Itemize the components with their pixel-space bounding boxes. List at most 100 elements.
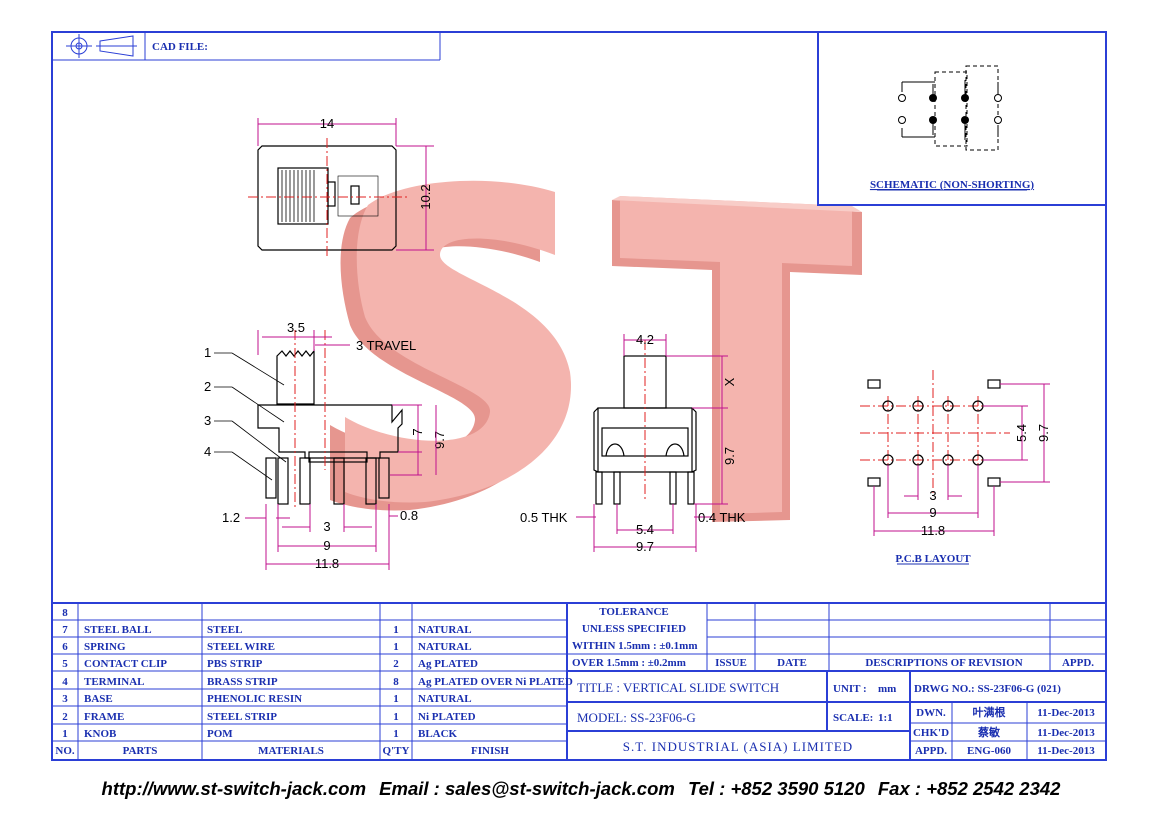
dim-side-pitch: 3 [323, 519, 330, 534]
dwn-date: 11-Dec-2013 [1037, 707, 1095, 719]
dim-pcb-height: 9.7 [1036, 424, 1051, 442]
bom-cell-finish: Ag PLATED [418, 658, 478, 670]
bom-header-qty: Q'TY [383, 745, 410, 757]
dwn-name: 叶满根 [973, 705, 1007, 719]
bom-cell-part: STEEL BALL [84, 624, 152, 636]
tolerance-title: TOLERANCE [599, 606, 668, 618]
bom-table [52, 602, 1106, 760]
bom-cell-finish: NATURAL [418, 641, 472, 653]
cad-file-label: CAD FILE: [152, 41, 208, 53]
bom-cell-qty: 1 [393, 711, 399, 723]
bom-cell-material: BRASS STRIP [207, 676, 278, 688]
bom-header-no: NO. [55, 745, 75, 757]
dim-side-pin-thk: 0.8 [400, 508, 418, 523]
revision-appd-header: APPD. [1062, 657, 1094, 669]
callout-1: 1 [204, 345, 211, 360]
tolerance-subtitle: UNLESS SPECIFIED [582, 623, 686, 635]
bom-cell-no: 7 [62, 624, 68, 636]
contact-footer: http://www.st-switch-jack.com Email : sa… [0, 778, 1162, 800]
bom-cell-material: PBS STRIP [207, 658, 263, 670]
dim-side-97: 9.7 [432, 431, 447, 449]
scale-label: SCALE: [833, 712, 873, 724]
bom-cell-finish: BLACK [418, 728, 458, 740]
bom-cell-no: 3 [62, 693, 68, 705]
bom-cell-material: STEEL STRIP [207, 711, 277, 723]
chkd-name: 蔡敏 [977, 725, 1001, 739]
title-text: TITLE : VERTICAL SLIDE SWITCH [577, 680, 779, 695]
schematic-caption: SCHEMATIC (NON-SHORTING) [870, 179, 1034, 191]
tolerance-within: WITHIN 1.5mm : ±0.1mm [572, 640, 698, 652]
revision-issue-header: ISSUE [715, 657, 747, 669]
dim-end-inner: 5.4 [636, 522, 654, 537]
bom-cell-no: 2 [62, 711, 68, 723]
dim-side-span-118: 11.8 [315, 556, 339, 571]
title-block [567, 671, 1106, 760]
dim-end-outer: 9.7 [636, 539, 654, 554]
sheet-border [51, 31, 1107, 761]
company-name: S.T. INDUSTRIAL (ASIA) LIMITED [623, 739, 853, 754]
dim-side-travel: 3 TRAVEL [356, 338, 416, 353]
dwn-label: DWN. [916, 707, 946, 719]
chkd-label: CHK'D [913, 727, 949, 739]
dim-side-span-9: 9 [323, 538, 330, 553]
email-link[interactable]: Email : sales@st-switch-jack.com [379, 778, 675, 799]
unit-value: mm [878, 683, 896, 695]
bom-cell-finish: Ag PLATED OVER Ni PLATED [418, 676, 573, 688]
appd-name: ENG-060 [967, 745, 1012, 757]
drawing-number: DRWG NO.: SS-23F06-G (021) [914, 683, 1061, 695]
bom-cell-part: KNOB [84, 728, 117, 740]
bom-cell-part: FRAME [84, 711, 124, 723]
bom-header-materials: MATERIALS [258, 745, 324, 757]
end-view [576, 334, 728, 552]
schematic-diagram [898, 65, 1002, 151]
bom-header-parts: PARTS [123, 745, 158, 757]
bom-cell-material: POM [207, 728, 233, 740]
bom-cell-no: 1 [62, 728, 68, 740]
bom-cell-qty: 8 [393, 676, 399, 688]
bom-cell-no: 4 [62, 676, 68, 688]
dim-top-height: 10.2 [418, 184, 433, 209]
dim-side-knob: 3.5 [287, 320, 305, 335]
dim-end-thk-left: 0.5 THK [520, 510, 568, 525]
bom-cell-qty: 1 [393, 693, 399, 705]
dim-end-height: 9.7 [722, 447, 737, 465]
dim-pcb-row: 5.4 [1014, 424, 1029, 442]
dim-end-thk-right: 0.4 THK [698, 510, 746, 525]
dim-end-knob: 4.2 [636, 332, 654, 347]
bom-cell-material: STEEL [207, 624, 242, 636]
website-link[interactable]: http://www.st-switch-jack.com [101, 778, 367, 799]
bom-cell-qty: 1 [393, 624, 399, 636]
dim-pcb-span-118: 11.8 [921, 523, 945, 538]
scale-value: 1:1 [878, 712, 893, 724]
pcb-layout [860, 370, 1050, 536]
schematic-panel [817, 31, 1107, 206]
bom-cell-qty: 1 [393, 641, 399, 653]
st-watermark [330, 180, 862, 522]
callout-4: 4 [204, 444, 211, 459]
phone-text: Tel : +852 3590 5120 [687, 778, 865, 799]
bom-cell-no: 6 [62, 641, 68, 653]
bom-cell-finish: Ni PLATED [418, 711, 476, 723]
chkd-date: 11-Dec-2013 [1037, 727, 1095, 739]
dim-top-width: 14 [320, 116, 334, 131]
revision-date-header: DATE [777, 657, 807, 669]
callout-2: 2 [204, 379, 211, 394]
revision-description-header: DESCRIPTIONS OF REVISION [865, 657, 1022, 669]
appd-label: APPD. [915, 745, 947, 757]
bom-header-finish: FINISH [471, 745, 509, 757]
bom-cell-material: PHENOLIC RESIN [207, 693, 302, 705]
unit-label: UNIT : [833, 683, 867, 695]
projection-symbol-icon [66, 34, 137, 58]
bom-cell-finish: NATURAL [418, 693, 472, 705]
dim-pcb-pitch: 3 [929, 488, 936, 503]
dim-end-x: X [722, 377, 737, 386]
dim-side-pin-width: 1.2 [222, 510, 240, 525]
bom-cell-part: SPRING [84, 641, 126, 653]
bom-cell-qty: 1 [393, 728, 399, 740]
appd-date: 11-Dec-2013 [1037, 745, 1095, 757]
bom-cell-material: STEEL WIRE [207, 641, 275, 653]
callout-3: 3 [204, 413, 211, 428]
dim-pcb-span-9: 9 [929, 505, 936, 520]
bom-cell-no: 5 [62, 658, 68, 670]
top-view [248, 118, 434, 258]
